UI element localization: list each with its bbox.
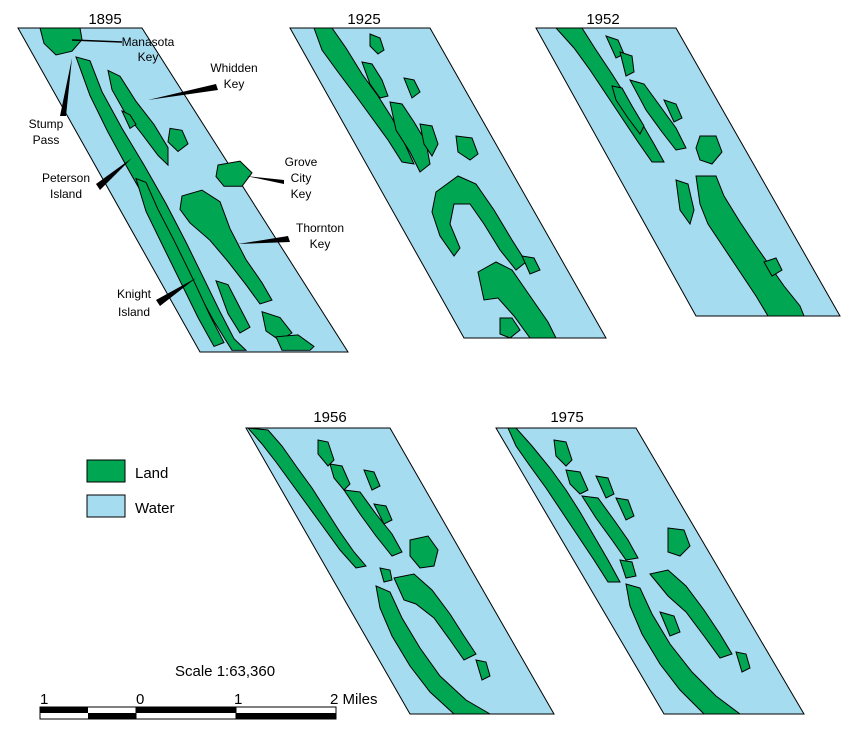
map-panel-1925: 1925 xyxy=(289,11,607,339)
annotation-manasota-key: Manasota Key xyxy=(71,35,175,64)
manasota-label-1: Manasota xyxy=(122,35,175,49)
scale-title: Scale 1:63,360 xyxy=(175,663,275,680)
land-areas xyxy=(554,27,805,317)
annotation-whidden-key: Whidden Key xyxy=(148,61,258,100)
legend-land-label: Land xyxy=(135,465,168,482)
legend-water-label: Water xyxy=(135,500,174,517)
annotation-knight-island: Knight Island xyxy=(117,278,196,319)
year-label: 1975 xyxy=(550,409,583,426)
water-area xyxy=(535,27,841,317)
legend-land-swatch xyxy=(86,459,126,483)
map-panel-1956: 1956 xyxy=(245,409,555,715)
scale-tick-label: 0 xyxy=(136,691,144,708)
manasota-label-2: Key xyxy=(138,50,159,64)
water-area xyxy=(245,427,555,715)
peterson-label-1: Peterson xyxy=(42,171,90,185)
legend-water-swatch xyxy=(86,494,126,518)
annotation-grove-city-key: Grove City Key xyxy=(246,155,318,201)
map-panel-1975: 1975 xyxy=(495,409,805,715)
peterson-label-2: Island xyxy=(50,187,82,201)
annotation-peterson-island: Peterson Island xyxy=(42,158,132,201)
water-area xyxy=(495,427,805,715)
annotation-stump-pass: Stump Pass xyxy=(29,58,72,147)
legend: Land Water xyxy=(86,459,174,518)
map-panel-1895: 1895 xyxy=(17,11,349,353)
grove-label-3: Key xyxy=(291,187,312,201)
scale-tick-label: 2 Miles xyxy=(330,691,378,708)
stump-label-1: Stump xyxy=(29,117,64,131)
thornton-label-2: Key xyxy=(310,237,331,251)
scale-tick-label: 1 xyxy=(40,691,48,708)
year-label: 1895 xyxy=(88,11,121,28)
year-label: 1952 xyxy=(586,11,619,28)
stump-label-2: Pass xyxy=(33,133,60,147)
whidden-label-1: Whidden xyxy=(210,61,257,75)
scale-bar: Scale 1:63,360 1 0 1 2 Miles xyxy=(39,663,378,720)
knight-label-1: Knight xyxy=(117,287,152,301)
land-areas xyxy=(507,427,751,715)
year-label: 1925 xyxy=(347,11,380,28)
knight-label-2: Island xyxy=(118,305,150,319)
map-panel-1952: 1952 xyxy=(535,11,841,317)
whidden-label-2: Key xyxy=(224,77,245,91)
thornton-label-1: Thornton xyxy=(296,221,344,235)
scale-tick-label: 1 xyxy=(234,691,242,708)
year-label: 1956 xyxy=(313,409,346,426)
grove-label-1: Grove xyxy=(285,155,318,169)
land-areas xyxy=(39,27,315,351)
land-areas xyxy=(313,27,557,339)
grove-label-2: City xyxy=(291,171,312,185)
land-areas xyxy=(246,427,492,715)
annotation-thornton-key: Thornton Key xyxy=(238,221,344,251)
